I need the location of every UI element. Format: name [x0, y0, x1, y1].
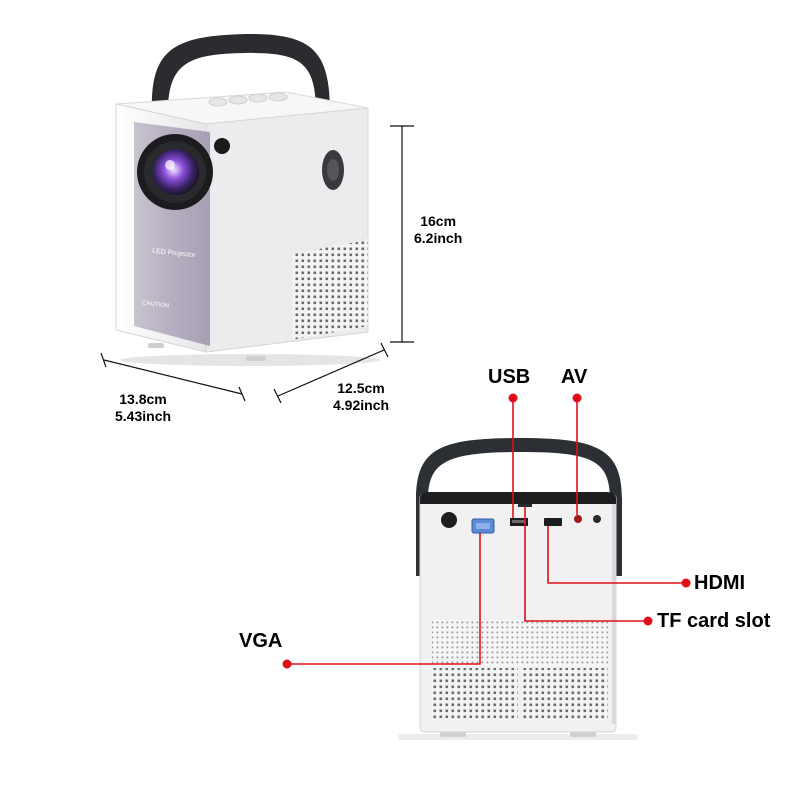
usb-label: USB	[488, 366, 531, 388]
depth-cm: 12.5cm	[337, 380, 385, 396]
dimension-lines	[100, 125, 414, 404]
hdmi-port	[544, 518, 562, 526]
power-port	[441, 512, 457, 528]
carry-handle	[151, 33, 330, 190]
height-cm: 16cm	[420, 213, 457, 229]
tf-slot	[518, 504, 532, 507]
callout-dots	[282, 393, 691, 669]
depth-dimension-label: 12.5cm 4.92inch	[333, 380, 389, 414]
av-port	[574, 515, 582, 523]
depth-inch: 4.92inch	[333, 397, 390, 413]
port-callouts	[287, 398, 686, 665]
av-label: AV	[561, 366, 588, 388]
width-dimension-label: 13.8cm 5.43inch	[115, 391, 171, 425]
vga-label: VGA	[239, 630, 283, 652]
height-dimension-label: 16cm 6.2inch	[414, 213, 462, 247]
upper-grille	[432, 620, 608, 666]
height-inch: 6.2inch	[414, 230, 463, 246]
speaker-grille	[292, 236, 368, 340]
width-inch: 5.43inch	[115, 408, 172, 424]
projector-back-view	[398, 438, 638, 740]
hdmi-label: HDMI	[694, 572, 746, 594]
width-cm: 13.8cm	[119, 391, 167, 407]
back-carry-handle	[416, 438, 622, 576]
tf-card-slot-label: TF card slot	[657, 610, 771, 632]
projector-front-view	[115, 33, 380, 366]
